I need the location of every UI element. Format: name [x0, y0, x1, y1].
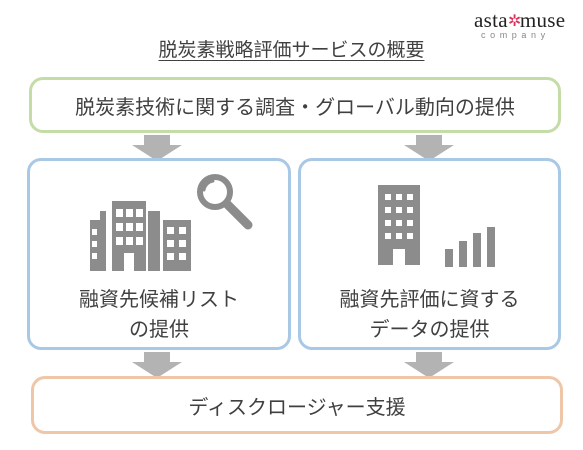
logo-subtitle: company: [481, 30, 550, 40]
disclosure-support-box: ディスクロージャー支援: [31, 376, 563, 434]
tower-building-icon: [378, 185, 420, 265]
logo-wordmark: asta✲muse: [474, 8, 566, 32]
label-line-2: データの提供: [369, 317, 490, 341]
diagram-title: 脱炭素戦略評価サービスの概要: [158, 39, 425, 61]
arrow-down-icon: [132, 135, 182, 161]
bar-chart-icon: [445, 227, 495, 267]
arrow-down-icon: [132, 352, 182, 378]
label-line-1: 融資先候補リスト: [79, 287, 239, 311]
lending-candidates-label: 融資先候補リスト の提供: [30, 284, 288, 344]
building-icon: [90, 201, 191, 271]
lending-candidates-box: 融資先候補リスト の提供: [27, 158, 291, 350]
logo-star-icon: ✲: [507, 13, 522, 30]
magnifier-icon: [197, 174, 253, 230]
evaluation-data-box: 融資先評価に資する データの提供: [298, 158, 561, 350]
label-line-2: の提供: [129, 317, 189, 341]
evaluation-data-label: 融資先評価に資する データの提供: [301, 284, 558, 344]
arrow-down-icon: [404, 352, 454, 378]
research-box-label: 脱炭素技術に関する調査・グローバル動向の提供: [75, 94, 515, 119]
arrow-down-icon: [404, 135, 454, 161]
company-logo: asta✲muse company: [474, 8, 578, 42]
label-line-1: 融資先評価に資する: [339, 287, 520, 311]
disclosure-support-label: ディスクロージャー支援: [188, 394, 406, 419]
research-box: 脱炭素技術に関する調査・グローバル動向の提供: [29, 77, 561, 133]
